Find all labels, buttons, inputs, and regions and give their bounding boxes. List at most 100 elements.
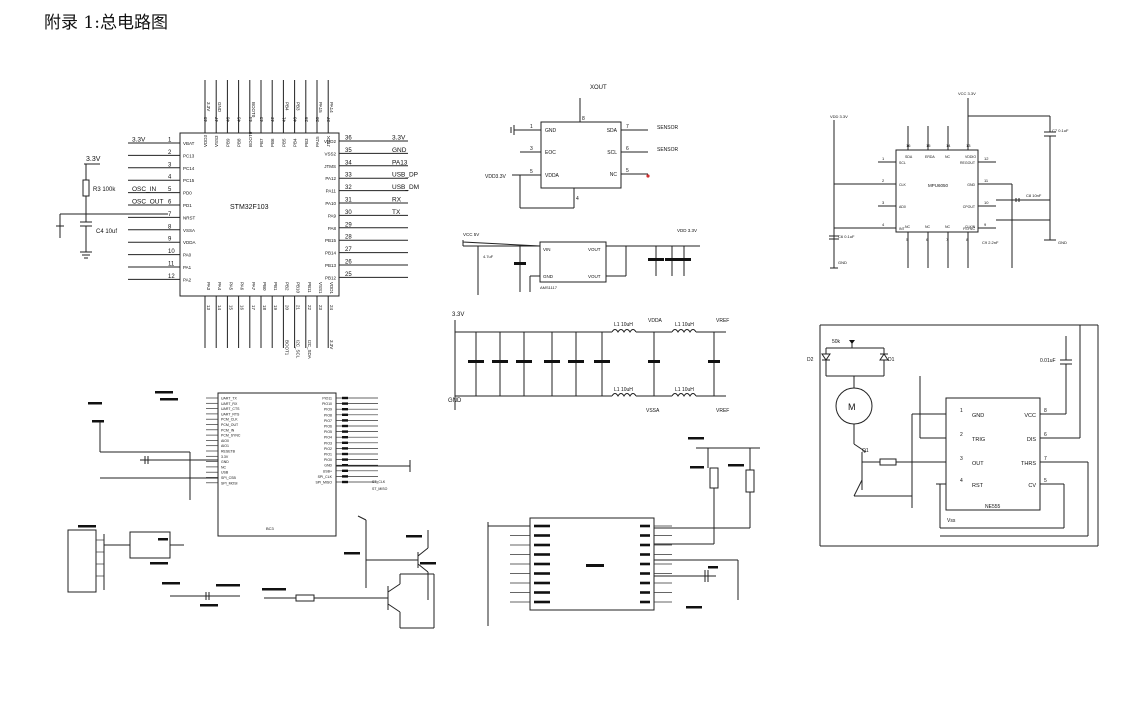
wifi-left-pin-name: UART_RX bbox=[221, 402, 238, 406]
wifi-left-pin-name: UART_TX bbox=[221, 397, 238, 401]
mcu-top-net: PA15 bbox=[318, 102, 323, 113]
mcu-left-pin-num: 3 bbox=[168, 162, 172, 168]
mcu-right-pin-name: VSS2 bbox=[324, 151, 336, 156]
mpu-bottom-pin-num: 6 bbox=[926, 237, 929, 242]
filter-vref-top: VREF bbox=[716, 318, 729, 324]
mcu-bottom-pin-num: 16 bbox=[240, 305, 245, 311]
wifi-right-pin-marker bbox=[342, 424, 348, 428]
mpu-c4: C9 2.2nF bbox=[982, 240, 999, 245]
mpu-right-pin-name: REGOUT bbox=[960, 161, 976, 165]
sensor-right-pin-num: 5 bbox=[626, 168, 629, 174]
ic-left-pin-marker bbox=[534, 591, 550, 594]
mcu-right-net: RX bbox=[392, 197, 402, 204]
sensor-right-pin-num: 7 bbox=[626, 124, 629, 130]
ne555-left-pin-num: 2 bbox=[960, 432, 963, 438]
wifi-side-net-clk: ST_CLK bbox=[372, 480, 386, 484]
mpu-top-pin-num: 13 bbox=[966, 143, 971, 148]
mcu-right-pin-num: 35 bbox=[345, 148, 352, 154]
wifi-right-pin-marker bbox=[342, 430, 348, 433]
mcu-bottom-pin-name: PB0 bbox=[262, 282, 267, 291]
mcu-bottom-net: I2C_SCL bbox=[296, 340, 301, 359]
page-caption: 附录 1:总电路图 bbox=[44, 13, 168, 33]
sensor-nc-marker bbox=[646, 174, 650, 178]
mcu-top-pin-name: PB6 bbox=[270, 138, 275, 147]
ic-left-pin-marker bbox=[534, 581, 550, 585]
mcu-bottom-pin-name: PA3 bbox=[206, 282, 211, 291]
wifi-left-pin-name: PCM_IN bbox=[221, 428, 235, 432]
mcu-right-pin-name: PA11 bbox=[326, 189, 337, 194]
mcu-top-pin-name: PB9 bbox=[225, 138, 230, 147]
mcu-bottom-pin-name: PB1 bbox=[273, 282, 278, 291]
l1-label: L1 10uH bbox=[614, 322, 633, 328]
mcu-left-pin-num: 12 bbox=[168, 274, 175, 280]
wifi-right-pin-name: PIO11 bbox=[322, 397, 332, 401]
wifi-left-pin-name: PCM_SYNC bbox=[221, 434, 241, 438]
wifi-right-pin-marker bbox=[342, 475, 348, 478]
mcu-right-net: PA13 bbox=[392, 159, 408, 166]
mcu-bottom-pin-name: PA5 bbox=[228, 282, 233, 291]
wifi-right-pin-marker bbox=[342, 436, 348, 439]
sensor-right-pin-name: SDA bbox=[607, 128, 618, 134]
mcu-left-pin-name: PD1 bbox=[183, 203, 192, 208]
mcu-left-pin-num: 9 bbox=[168, 237, 172, 243]
mcu-left-pin-num: 8 bbox=[168, 224, 172, 230]
wifi-right-pin-name: PIO8 bbox=[324, 413, 332, 417]
filter-caps bbox=[468, 332, 610, 396]
wifi-left-pin-name: USB bbox=[221, 471, 229, 475]
mcu-bottom-pin-num: 13 bbox=[206, 305, 211, 311]
ic-right-pin-marker bbox=[640, 553, 650, 556]
sensor-left-pin-name: VDDA bbox=[545, 173, 560, 179]
wifi-left-pin-name: PCM_OUT bbox=[221, 423, 239, 427]
mcu-name: STM32F103 bbox=[230, 204, 269, 211]
mcu-bottom-pin-name: PA6 bbox=[240, 282, 245, 291]
mcu-left-pin-num: 4 bbox=[168, 175, 172, 181]
ne555-left-pin-name: OUT bbox=[972, 461, 984, 467]
filter-cap-plate bbox=[516, 360, 532, 363]
mpu-left-pin-name: INT bbox=[899, 227, 906, 231]
mcu-top-pin-name: PB7 bbox=[259, 138, 264, 147]
wifi-right-pin-name: PIO7 bbox=[324, 419, 332, 423]
wifi-block: BC3 UART_TXUART_RXUART_CTSUART_RTSPCM_CL… bbox=[88, 391, 411, 537]
mpu-body bbox=[895, 149, 979, 233]
transistor-block bbox=[344, 515, 436, 629]
mcu-top-net: PB4 bbox=[284, 102, 289, 111]
mcu-right-net: GND bbox=[392, 147, 407, 154]
mpu-top-pin-num: 16 bbox=[906, 143, 911, 148]
ic-bottom-middle-block bbox=[487, 437, 760, 626]
wifi-left-pin-name: NC bbox=[221, 465, 227, 469]
ne555-right-pin-name: THRS bbox=[1021, 461, 1036, 467]
wifi-right-pin-marker bbox=[342, 480, 348, 484]
filter-vssa: VSSA bbox=[646, 408, 660, 414]
sensor-xout: XOUT bbox=[590, 85, 607, 91]
filter-vcc: 3.3V bbox=[452, 312, 464, 318]
ne555-body bbox=[945, 397, 1041, 511]
wifi-right-pin-name: PIO5 bbox=[324, 430, 332, 434]
mpu-bottom-pin-name: NC bbox=[925, 225, 931, 229]
timer-d2: D2 bbox=[807, 357, 814, 363]
wifi-right-pin-name: PIO6 bbox=[324, 425, 332, 429]
mcu-top-pin-name: PB4 bbox=[293, 138, 298, 147]
ne555-right-pin-name: CV bbox=[1028, 483, 1036, 489]
ic-left-pin-marker bbox=[534, 562, 550, 566]
l2-label: L1 10uH bbox=[675, 322, 694, 328]
mpu-right-pin-name: GND bbox=[967, 183, 975, 187]
mcu-top-pin-num: 39 bbox=[304, 116, 309, 122]
mcu-top-pin-num: 40 bbox=[293, 116, 298, 122]
mpu-right-pin-name: FSYNC bbox=[963, 227, 975, 231]
ne555-right-pin-num: 7 bbox=[1044, 456, 1047, 462]
mcu-right-pin-num: 26 bbox=[345, 260, 352, 266]
mcu-bottom-pin-num: 23 bbox=[318, 305, 323, 311]
ic-right-pin-marker bbox=[640, 591, 650, 594]
regulator-part: AMS1117 bbox=[540, 285, 558, 290]
mcu-right-pin-name: PB12 bbox=[325, 275, 337, 280]
mcu-right-pin-num: 33 bbox=[345, 173, 352, 179]
mcu-right-pin-num: 31 bbox=[345, 198, 352, 204]
regulator-pin-out1: VOUT bbox=[588, 247, 601, 252]
wifi-right-pin-marker bbox=[342, 396, 348, 400]
mcu-top-pin-num: 46 bbox=[225, 116, 230, 122]
mpu-block: MPU6050 VDD 3.3V VCC 3.3V 16SDA15ERDA14N… bbox=[829, 91, 1069, 269]
ic-right-pin-marker bbox=[640, 534, 650, 537]
